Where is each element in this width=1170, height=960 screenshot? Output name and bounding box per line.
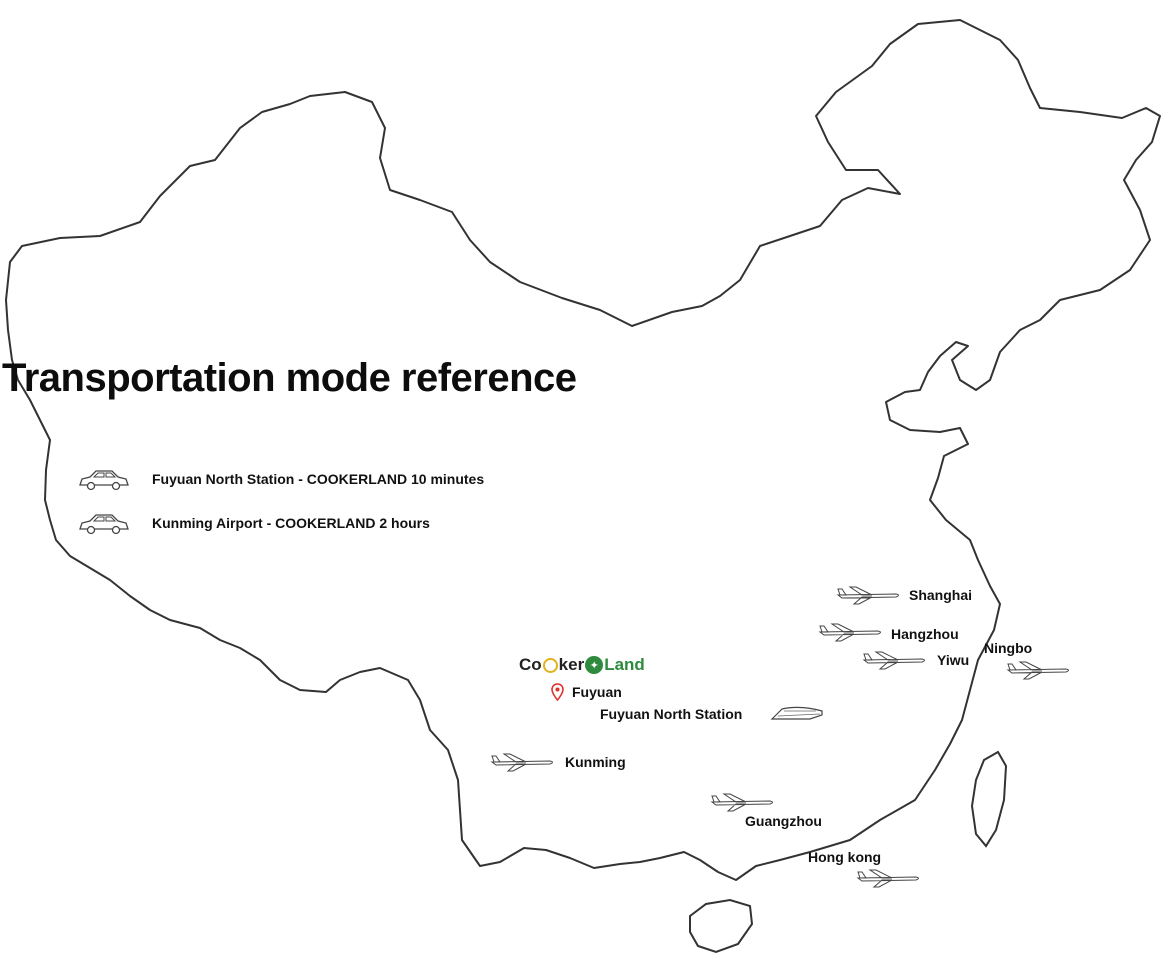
airplane-icon — [856, 869, 919, 888]
legend-text: Kunming Airport - COOKERLAND 2 hours — [152, 515, 430, 531]
logo-text-part3: Land — [604, 655, 645, 674]
car-icon — [79, 470, 129, 491]
legend-item-station-route: Fuyuan North Station - COOKERLAND 10 min… — [76, 465, 484, 493]
cookerland-logo: Co ker ✦ Land — [519, 655, 645, 675]
logo-text-part1: Co — [519, 655, 542, 674]
taiwan-outline — [970, 750, 1008, 848]
station-label: Fuyuan North Station — [600, 706, 743, 722]
airplane-icon — [862, 651, 925, 670]
airplane-icon — [490, 753, 553, 772]
city-label-shanghai: Shanghai — [909, 587, 973, 603]
legend-text: Fuyuan North Station - COOKERLAND 10 min… — [152, 471, 485, 487]
city-label-yiwu: Yiwu — [937, 652, 970, 668]
airplane-icon — [1006, 661, 1069, 680]
train-icon — [770, 706, 823, 720]
location-label-fuyuan: Fuyuan — [572, 684, 622, 700]
city-label-kunming: Kunming — [565, 754, 626, 770]
city-label-hongkong: Hong kong — [808, 849, 882, 865]
airplane-icon — [836, 586, 899, 605]
logo-text-part2: ker — [558, 655, 585, 674]
legend-item-airport-route: Kunming Airport - COOKERLAND 2 hours — [76, 509, 430, 537]
hainan-outline — [689, 898, 754, 954]
map-title: Transportation mode reference — [2, 356, 577, 400]
logo-leaf-icon: ✦ — [585, 656, 604, 674]
airplane-icon — [710, 793, 773, 812]
car-icon — [79, 514, 129, 535]
city-label-ningbo: Ningbo — [984, 640, 1033, 656]
airplane-icon — [818, 623, 881, 642]
mainland-outline — [5, 19, 1161, 881]
logo-o-ring — [542, 657, 558, 673]
city-label-hangzhou: Hangzhou — [891, 626, 959, 642]
city-label-guangzhou: Guangzhou — [745, 813, 822, 829]
map-pin-icon — [551, 683, 564, 701]
